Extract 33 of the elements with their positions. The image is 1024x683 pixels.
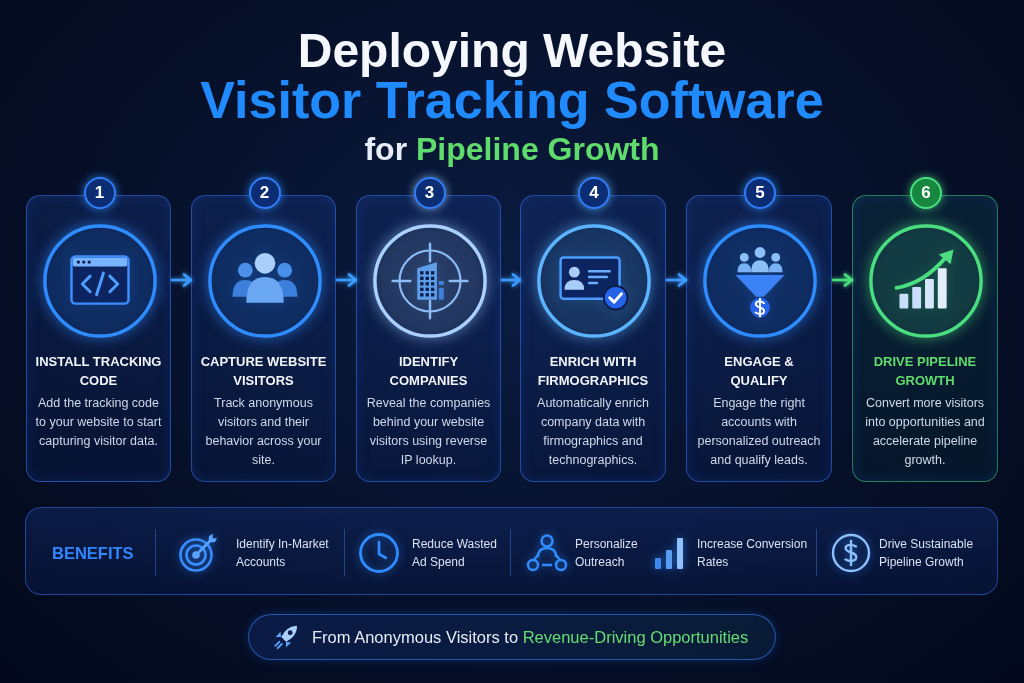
benefit-text: Identify In-Market Accounts — [236, 536, 330, 571]
step-heading: DRIVE PIPELINE GROWTH — [872, 353, 978, 390]
step-description: Engage the right accounts with personalized outreach and qualify leads. — [696, 395, 822, 469]
step-number-badge: 3 — [413, 177, 446, 209]
benefit-text: Drive Sustainable Pipeline Growth — [879, 536, 975, 571]
arrow — [171, 273, 193, 287]
step-heading: CAPTURE WEBSITE VISITORS — [199, 353, 328, 390]
step-number-badge: 2 — [248, 177, 281, 209]
step-number-badge: 4 — [578, 177, 610, 209]
benefits-panel — [25, 507, 998, 595]
arrow — [832, 273, 854, 287]
step-heading: ENRICH WITH FIRMOGRAPHICS — [536, 353, 650, 390]
arrow — [501, 273, 522, 287]
step-description: Automatically enrich company data with firmographics and technographics. — [536, 395, 650, 469]
title: Deploying Website Visitor Tracking Software for Pipeline Growth — [200, 26, 824, 169]
step-heading: IDENTIFY COMPANIES — [388, 353, 469, 390]
step-heading: ENGAGE & QUALIFY — [723, 353, 795, 390]
step-heading: INSTALL TRACKING CODE — [34, 353, 163, 390]
benefit-text: Personalize Outreach — [575, 536, 639, 571]
benefit-text: Increase Conversion Rates — [697, 536, 809, 571]
tagline-text: From Anonymous Visitors to Revenue-Driving Opportunities — [312, 627, 749, 647]
step-description: Reveal the companies behind your website visitors using reverse IP lookup. — [365, 395, 492, 469]
benefit-text: Reduce Wasted Ad Spend — [412, 536, 498, 571]
section-heading: BENEFITS — [52, 544, 134, 562]
step-description: Convert more visitors into opportunities and accelerate pipeline growth. — [864, 395, 986, 469]
tagline-pill — [248, 614, 776, 660]
step-number-badge: 1 — [83, 177, 116, 209]
step-description: Add the tracking code to your website to start capturing visitor data. — [34, 395, 163, 450]
step-description: Track anonymous visitors and their behavior across your site. — [204, 395, 323, 469]
arrow — [336, 273, 358, 287]
step-number-badge: 6 — [910, 177, 942, 209]
step-number-badge: 5 — [744, 177, 776, 209]
arrow — [666, 273, 688, 287]
